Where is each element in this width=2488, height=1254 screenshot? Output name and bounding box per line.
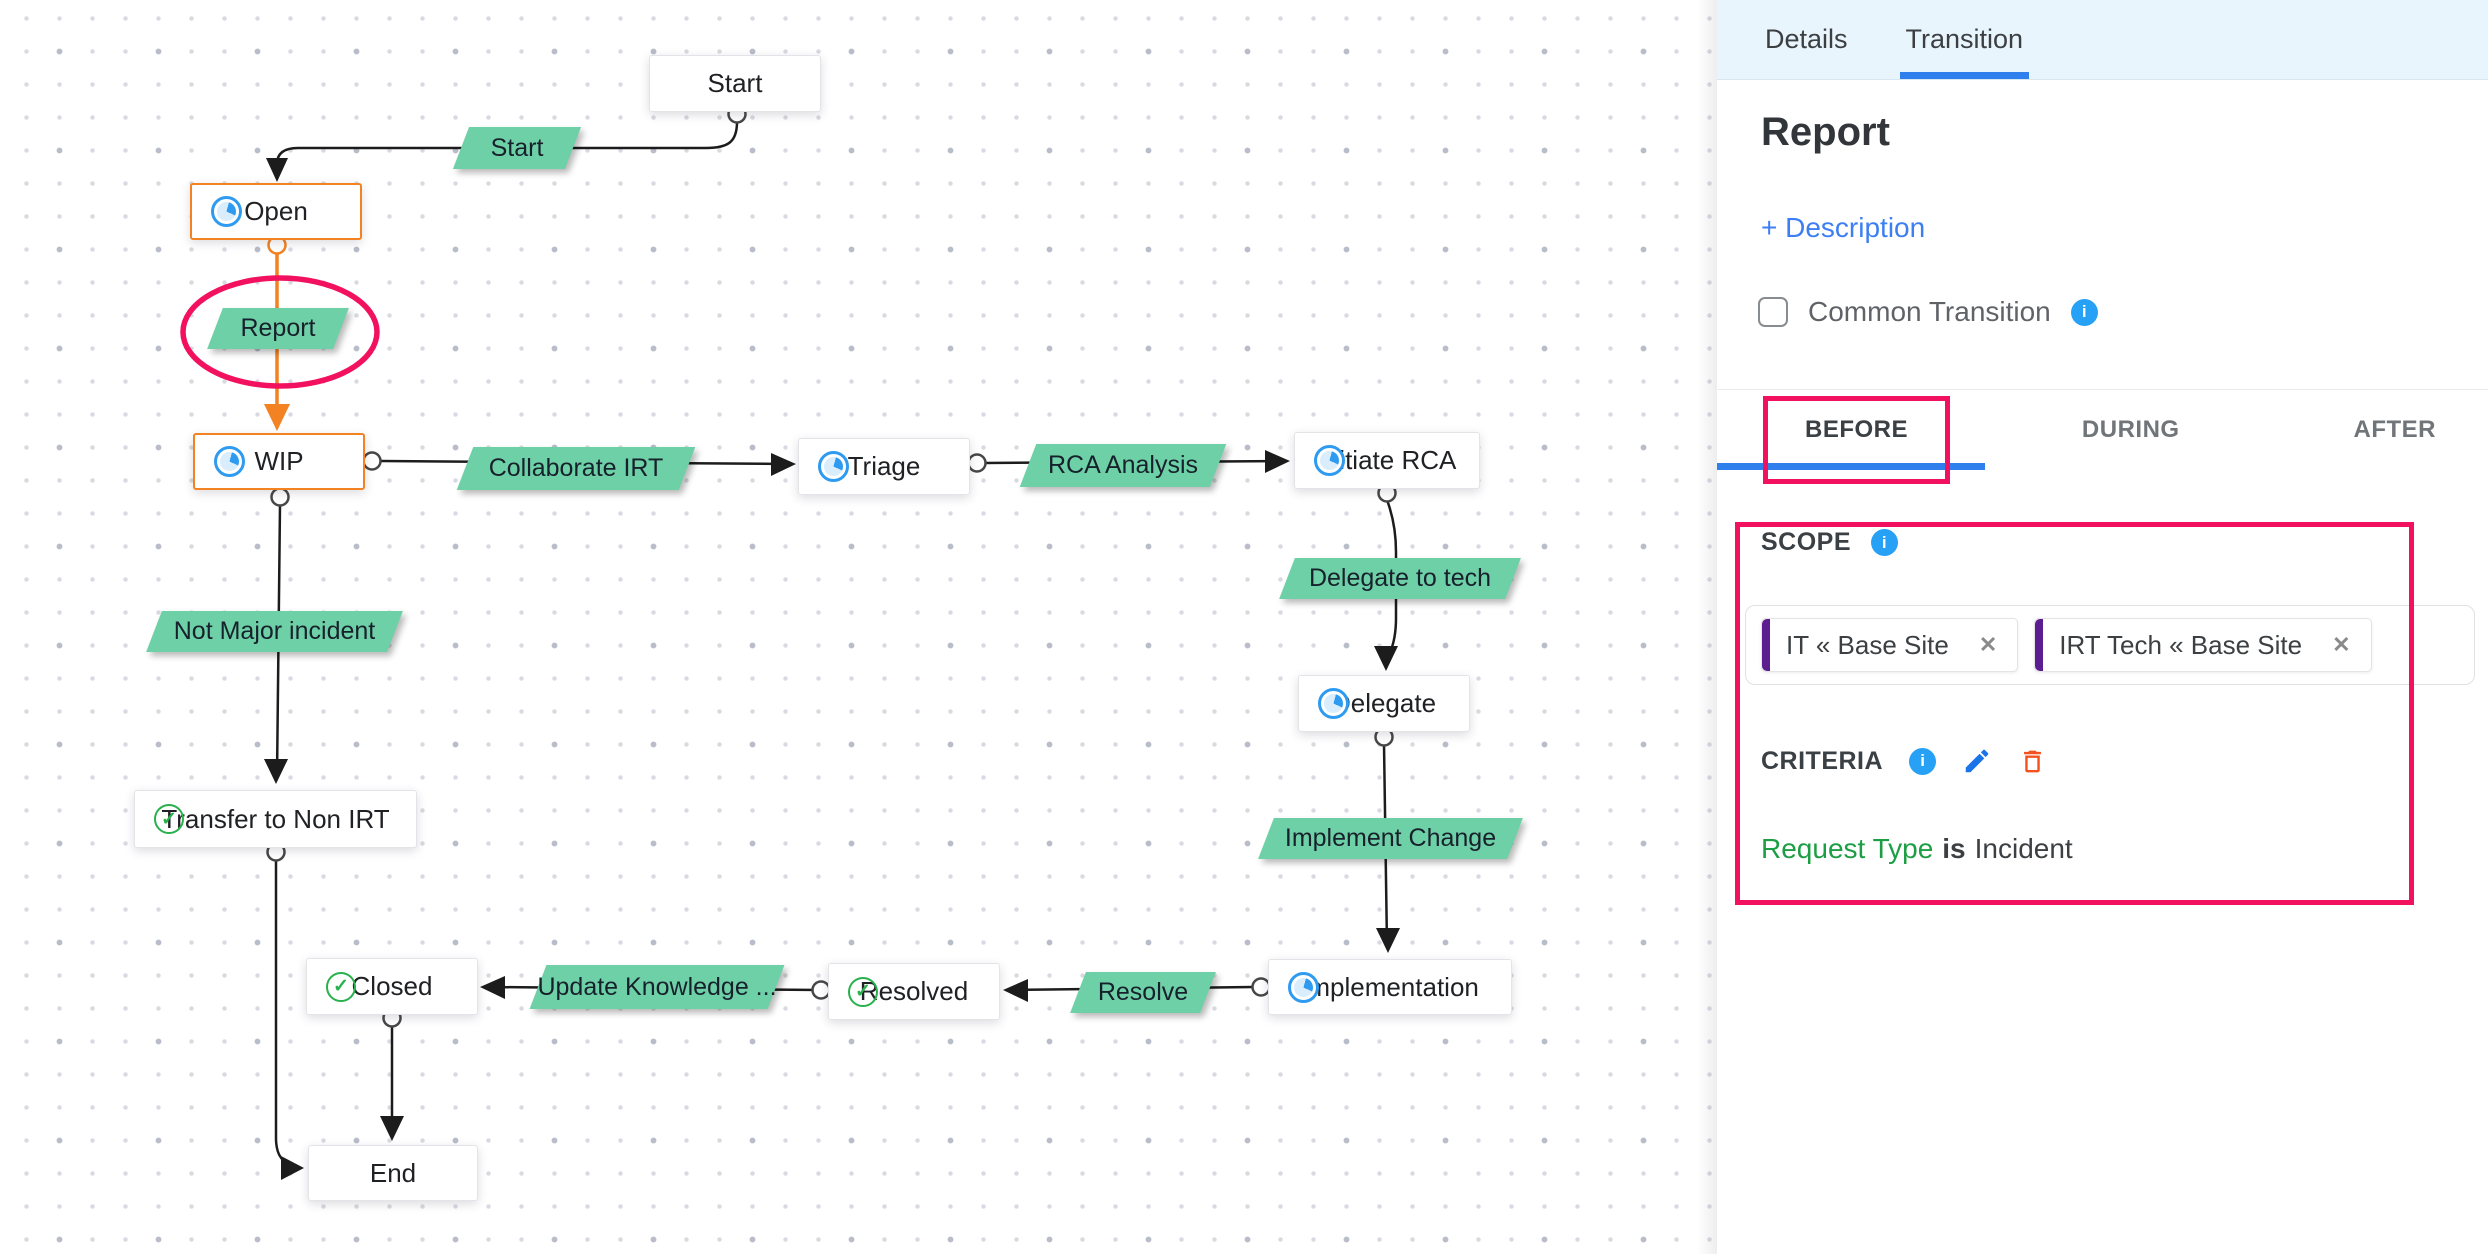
state-node-open[interactable]: Open: [190, 183, 362, 240]
transition-label-text: Resolve: [1097, 978, 1189, 1006]
arrowhead-closed-to-end: [380, 1116, 404, 1141]
in-progress-clock-icon: [214, 446, 245, 477]
in-progress-clock-icon: [1314, 445, 1345, 476]
transition-label-report[interactable]: Report: [215, 308, 341, 349]
criteria-value: Incident: [1974, 833, 2073, 864]
connector-port[interactable]: [1251, 977, 1271, 997]
in-progress-clock-icon: [1318, 688, 1349, 719]
criteria-operator: is: [1942, 833, 1966, 864]
arrowhead-wip-to-transfer: [264, 759, 288, 784]
phase-tabbar: BEFORE DURING AFTER: [1717, 389, 2488, 470]
common-transition-row: Common Transition i: [1758, 296, 2098, 328]
common-transition-checkbox[interactable]: [1758, 297, 1788, 327]
transition-label-text: RCA Analysis: [1047, 451, 1199, 479]
state-node-implementation[interactable]: Implementation: [1268, 959, 1512, 1015]
chip-remove-icon[interactable]: ✕: [1978, 632, 1998, 657]
in-progress-clock-icon: [818, 451, 849, 482]
tab-before[interactable]: BEFORE: [1805, 416, 1909, 443]
transition-label-rca-analysis[interactable]: RCA Analysis: [1028, 444, 1218, 487]
scope-chip: IT « Base Site ✕: [1761, 618, 2019, 672]
state-node-label: Triage: [847, 451, 921, 481]
transition-label-text: Update Knowledge ...: [537, 972, 777, 1001]
state-node-triage[interactable]: Triage: [798, 438, 970, 495]
arrowhead-wip-to-triage: [771, 453, 796, 476]
transition-label-text: Not Major incident: [173, 617, 376, 645]
arrowhead-triage-to-initiate-rca: [1265, 450, 1290, 473]
criteria-section-header: CRITERIA i: [1761, 746, 2047, 776]
tab-after[interactable]: AFTER: [2353, 416, 2436, 443]
transition-label-collaborate-irt[interactable]: Collaborate IRT: [465, 447, 687, 490]
add-description-link[interactable]: + Description: [1761, 212, 1926, 243]
check-circle-icon: ✓: [154, 804, 184, 834]
transition-label-not-major-incident[interactable]: Not Major incident: [154, 611, 395, 652]
check-circle-icon: ✓: [326, 971, 356, 1002]
check-circle-icon: ✓: [848, 976, 878, 1007]
state-node-label: Closed: [351, 971, 433, 1001]
tab-details[interactable]: Details: [1765, 24, 1848, 54]
state-node-label: Start: [707, 68, 763, 98]
criteria-sentence: Request Type is Incident: [1761, 833, 2073, 865]
state-node-label: WIP: [254, 446, 304, 476]
state-node-label: Delegate: [1331, 688, 1437, 718]
state-node-delegate[interactable]: Delegate: [1298, 675, 1470, 732]
arrowhead-implementation-to-resolved: [1003, 979, 1028, 1002]
arrowhead-initiate-rca-to-delegate: [1374, 646, 1398, 671]
state-node-end[interactable]: End: [308, 1145, 478, 1201]
transition-label-text: Collaborate IRT: [488, 454, 664, 482]
transition-label-implement-change[interactable]: Implement Change: [1266, 818, 1515, 859]
state-node-initiate-rca[interactable]: Initiate RCA: [1294, 432, 1480, 489]
transition-label-delegate-to-tech[interactable]: Delegate to tech: [1287, 558, 1513, 599]
scope-label: SCOPE: [1761, 528, 1852, 556]
state-node-wip[interactable]: WIP: [193, 433, 365, 490]
info-icon[interactable]: i: [1909, 747, 1937, 775]
transition-label-update-knowledge[interactable]: Update Knowledge ...: [537, 965, 777, 1009]
chip-remove-icon[interactable]: ✕: [2332, 632, 2351, 657]
scope-chip: IRT Tech « Base Site ✕: [2034, 618, 2372, 672]
panel-header: Details Transition: [1717, 0, 2488, 80]
in-progress-clock-icon: [1288, 971, 1319, 1003]
arrowhead-transfer-to-end: [281, 1156, 304, 1180]
scope-chip-text: IRT Tech « Base Site: [2059, 629, 2303, 660]
connector-port[interactable]: [270, 487, 290, 507]
info-icon[interactable]: i: [1871, 529, 1899, 556]
criteria-field: Request Type: [1761, 833, 1934, 864]
arrowhead-start-to-open: [266, 158, 288, 182]
state-node-label: Transfer to Non IRT: [161, 803, 390, 834]
transition-label-text: Delegate to tech: [1308, 564, 1492, 592]
criteria-label: CRITERIA: [1761, 746, 1884, 775]
connector-port[interactable]: [811, 980, 831, 1000]
arrowhead-resolved-to-closed: [480, 976, 505, 999]
state-node-label: Implementation: [1301, 971, 1479, 1002]
tab-during[interactable]: DURING: [2081, 416, 2180, 443]
state-node-transfer-to-non-irt[interactable]: ✓Transfer to Non IRT: [134, 790, 417, 848]
transition-label-text: Implement Change: [1284, 824, 1497, 852]
page-title: Report: [1761, 110, 1890, 154]
arrowhead-delegate-to-implementation: [1376, 928, 1400, 953]
state-node-closed[interactable]: ✓Closed: [306, 958, 478, 1015]
state-node-resolved[interactable]: ✓Resolved: [828, 963, 1000, 1020]
active-tab-underline: [1717, 463, 1985, 470]
edit-icon[interactable]: [1962, 746, 1992, 776]
trash-icon[interactable]: [2018, 747, 2047, 776]
transition-label-start[interactable]: Start: [461, 127, 573, 169]
arrowhead-open-to-wip: [264, 404, 290, 431]
in-progress-clock-icon: [211, 196, 242, 227]
transition-panel: Details Transition Report + Description …: [1717, 0, 2488, 1254]
edge-transfer-to-end[interactable]: [274, 859, 294, 1167]
state-node-label: End: [369, 1157, 417, 1188]
connector-port[interactable]: [362, 451, 382, 471]
info-icon[interactable]: i: [2070, 298, 2098, 326]
tab-transition[interactable]: Transition: [1899, 0, 2029, 79]
state-node-label: Open: [244, 196, 308, 226]
common-transition-label: Common Transition: [1808, 296, 2051, 327]
scope-chip-text: IT « Base Site: [1786, 629, 1949, 660]
scope-section-header: SCOPE i: [1761, 528, 1899, 557]
transition-label-text: Report: [240, 314, 316, 342]
transition-label-text: Start: [490, 133, 544, 162]
scope-chips-input[interactable]: IT « Base Site ✕ IRT Tech « Base Site ✕: [1745, 605, 2475, 685]
connector-port[interactable]: [967, 453, 987, 473]
state-node-start[interactable]: Start: [649, 55, 821, 112]
transition-label-resolve[interactable]: Resolve: [1078, 972, 1208, 1013]
